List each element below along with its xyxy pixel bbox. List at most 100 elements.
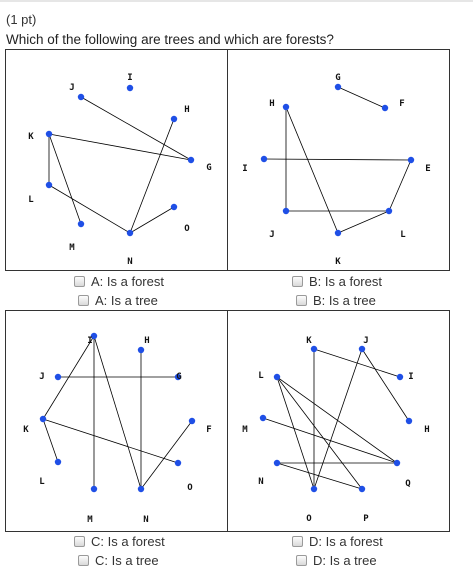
graph-a-edge-k-g	[48, 133, 192, 161]
graph-d-edge-l-o	[276, 376, 315, 490]
graph-d-vertex-label-h: H	[424, 425, 429, 435]
graph-d-vertex-label-n: N	[258, 477, 263, 487]
checkbox-a-tree[interactable]	[78, 295, 89, 306]
graph-d-vertex-n	[273, 459, 281, 467]
graph-b-vertex-f	[381, 104, 389, 112]
checkbox-c-forest[interactable]	[74, 536, 85, 547]
graph-a-vertex-label-i: I	[127, 73, 132, 83]
graph-c-vertex-label-k: K	[23, 425, 29, 435]
graph-c-edge-i-n	[93, 335, 142, 490]
option-a-tree-label: A: Is a tree	[95, 293, 158, 308]
graph-c-vertex-h	[137, 346, 145, 354]
graph-c-vertex-m	[90, 485, 98, 493]
graph-a-vertex-j	[77, 93, 85, 101]
question-text: Which of the following are trees and whi…	[6, 32, 334, 47]
option-b-forest-label: B: Is a forest	[309, 274, 382, 289]
option-d-forest[interactable]: D: Is a forest	[292, 534, 383, 549]
graph-d-edge-l-p	[276, 376, 363, 490]
graph-b-edge-g-f	[337, 86, 386, 109]
checkbox-c-tree[interactable]	[78, 555, 89, 566]
checkbox-b-tree[interactable]	[296, 295, 307, 306]
graph-d-vertex-label-k: K	[306, 336, 312, 346]
graph-b-vertex-i	[260, 155, 268, 163]
option-d-tree[interactable]: D: Is a tree	[296, 553, 377, 568]
graph-a-edge-l-n	[48, 184, 131, 234]
graph-b-edge-k-l	[337, 210, 390, 234]
graph-a-vertex-m	[77, 220, 85, 228]
option-b-tree[interactable]: B: Is a tree	[296, 293, 376, 308]
graph-c-edge-k-l	[42, 418, 59, 463]
option-d-forest-label: D: Is a forest	[309, 534, 383, 549]
graph-c-vertex-n	[137, 485, 145, 493]
graph-a-vertex-k	[45, 130, 53, 138]
graph-a-edge-n-h	[129, 118, 175, 234]
graph-d-vertex-label-i: I	[408, 372, 413, 382]
checkbox-b-forest[interactable]	[292, 276, 303, 287]
option-a-forest-label: A: Is a forest	[91, 274, 164, 289]
graph-d-vertex-label-j: J	[363, 336, 368, 346]
option-c-tree-label: C: Is a tree	[95, 553, 159, 568]
option-b-tree-label: B: Is a tree	[313, 293, 376, 308]
option-a-tree[interactable]: A: Is a tree	[78, 293, 158, 308]
graph-a-edge-k-m	[48, 133, 82, 225]
graph-c-vertex-o	[174, 459, 182, 467]
graph-b-edge-i-e	[263, 158, 412, 161]
graph-d-vertex-i	[396, 373, 404, 381]
graph-d-vertex-label-o: O	[306, 514, 312, 524]
graph-d-edge-j-o	[313, 348, 363, 490]
option-b-forest[interactable]: B: Is a forest	[292, 274, 382, 289]
graph-c-vertex-i	[90, 332, 98, 340]
graph-c-vertex-label-h: H	[144, 336, 149, 346]
graph-c-vertex-k	[39, 415, 47, 423]
graph-c-vertex-g	[174, 373, 182, 381]
graph-b-vertex-g	[334, 83, 342, 91]
graph-c-vertex-label-g: G	[176, 372, 181, 382]
graph-a-vertex-n	[126, 229, 134, 237]
option-c-forest[interactable]: C: Is a forest	[74, 534, 165, 549]
graph-a-vertex-label-n: N	[127, 257, 132, 267]
graph-c-vertex-label-l: L	[39, 477, 45, 487]
graph-b-vertex-e	[407, 156, 415, 164]
graph-d-vertex-label-l: L	[258, 371, 264, 381]
graph-b-vertex-label-i: I	[242, 164, 247, 174]
graph-a-vertex-label-g: G	[206, 163, 211, 173]
graph-a-vertex-label-o: O	[184, 224, 190, 234]
graph-b-edge-h-k	[285, 106, 339, 234]
option-c-tree[interactable]: C: Is a tree	[78, 553, 159, 568]
option-a-forest[interactable]: A: Is a forest	[74, 274, 164, 289]
graph-d-vertex-q	[393, 459, 401, 467]
graph-b-vertex-j	[282, 207, 290, 215]
graph-b-vertex-label-g: G	[335, 73, 340, 83]
graph-b-vertex-label-h: H	[269, 99, 274, 109]
graph-d-vertex-l	[273, 373, 281, 381]
option-d-tree-label: D: Is a tree	[313, 553, 377, 568]
graph-a-vertex-h	[170, 115, 178, 123]
graph-a-vertex-label-k: K	[28, 132, 34, 142]
graph-a-vertex-o	[170, 203, 178, 211]
checkbox-d-forest[interactable]	[292, 536, 303, 547]
graph-d-vertex-label-p: P	[363, 514, 369, 524]
checkbox-a-forest[interactable]	[74, 276, 85, 287]
graph-a-vertex-g	[187, 156, 195, 164]
checkbox-d-tree[interactable]	[296, 555, 307, 566]
graph-b-vertex-label-f: F	[399, 99, 404, 109]
graph-a-vertex-l	[45, 181, 53, 189]
graph-a-edge-j-g	[80, 96, 192, 161]
graph-d-vertex-o	[310, 485, 318, 493]
graph-b-vertex-label-e: E	[425, 164, 430, 174]
graph-a-vertex-i	[126, 84, 134, 92]
graph-a-vertex-label-j: J	[69, 83, 74, 93]
graph-d-vertex-j	[358, 345, 366, 353]
graph-a-edge-n-o	[129, 206, 175, 234]
graph-b-vertex-label-l: L	[400, 230, 406, 240]
graph-c-vertex-label-i: I	[87, 336, 92, 346]
graph-d-edge-n-p	[276, 462, 363, 490]
